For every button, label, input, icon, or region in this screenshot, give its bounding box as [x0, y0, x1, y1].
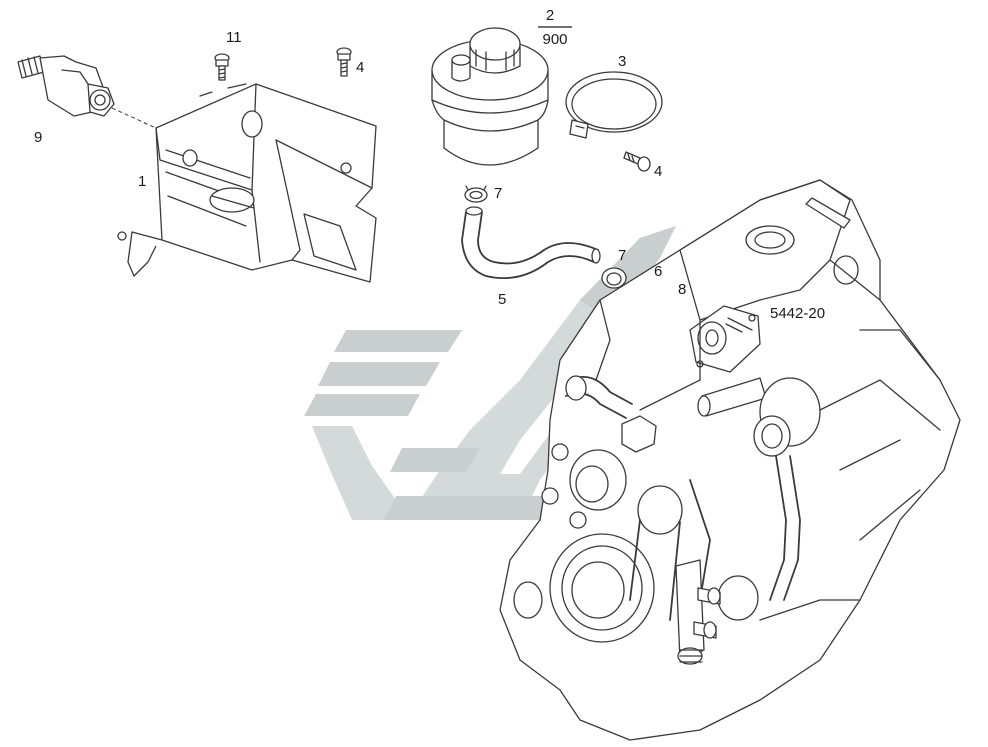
callout-label-8: 8	[678, 281, 686, 298]
callout-label-6: 6	[654, 263, 662, 280]
hose-clamp-part	[464, 185, 488, 203]
callout-label-1: 1	[138, 173, 146, 190]
sensor-part	[17, 55, 157, 129]
engine-block	[499, 179, 961, 741]
callout-label-7: 7	[618, 247, 626, 264]
callout-label-4: 4	[356, 59, 364, 76]
callout-label-2: 2	[546, 7, 554, 24]
callout-label-900: 900	[542, 31, 567, 48]
callout-label-3: 3	[618, 53, 626, 70]
callout-label-11: 11	[226, 29, 242, 46]
callout-label-7: 7	[494, 185, 502, 202]
bracket-part	[117, 83, 377, 283]
hose-clamp-part	[601, 267, 627, 289]
clamp-part	[565, 71, 663, 139]
reservoir-part	[431, 27, 549, 166]
reference-code: 5442-20	[770, 305, 825, 322]
bolt-part	[214, 53, 230, 81]
callout-label-5: 5	[498, 291, 506, 308]
hose-part	[461, 206, 601, 279]
callout-label-4: 4	[654, 163, 662, 180]
callout-label-9: 9	[34, 129, 42, 146]
bolt-part	[336, 47, 352, 77]
callout-labels: 11 4 9 1 2 900 3 4 7 7 6 8 5 5442-20	[34, 7, 825, 322]
bolt-part	[623, 151, 651, 172]
